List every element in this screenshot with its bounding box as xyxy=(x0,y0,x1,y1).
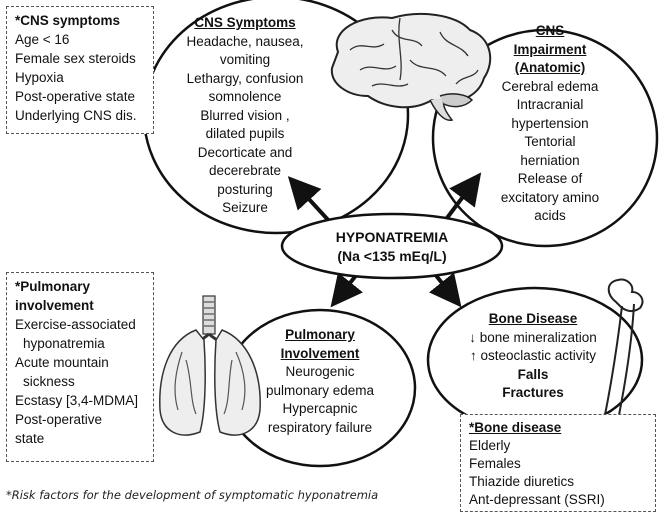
cns-impairment-item: Tentorial xyxy=(524,134,576,149)
cns-symptom-item: somnolence xyxy=(208,89,282,104)
cns-symptom-item: Blurred vision , xyxy=(200,107,290,123)
bone-item: ↓ bone mineralization xyxy=(469,329,597,345)
cns-impairment-text: CNS Impairment (Anatomic) Cerebral edema… xyxy=(480,22,620,226)
risk-pulmonary-title: *Pulmonary xyxy=(15,279,91,294)
center-subtitle: (Na <135 mEq/L) xyxy=(337,247,447,264)
cns-impairment-item: excitatory amino xyxy=(500,189,600,205)
bone-bold-item: Falls xyxy=(517,366,549,382)
pulmonary-item: Neurogenic xyxy=(285,364,355,379)
risk-pulmonary-item: Acute mountain xyxy=(15,355,109,370)
cns-impairment-item: acids xyxy=(534,208,566,223)
risk-bone-item: Thiazide diuretics xyxy=(469,474,575,489)
cns-impairment-item: Cerebral edema xyxy=(501,78,599,94)
risk-bone-item: Elderly xyxy=(469,438,511,453)
bone-bold-item: Fractures xyxy=(502,385,564,400)
cns-symptom-item: decerebrate xyxy=(208,163,282,178)
arrow-to-cns-symptoms xyxy=(287,176,332,224)
cns-symptom-item: Seizure xyxy=(222,200,268,215)
risk-pulmonary-item: Ecstasy [3,4-MDMA] xyxy=(15,393,139,408)
cns-symptom-item: Headache, nausea, xyxy=(186,33,304,49)
cns-symptom-item: Lethargy, confusion xyxy=(186,70,304,86)
risk-box-cns: *CNS symptoms Age < 16 Female sex steroi… xyxy=(6,6,154,134)
risk-pulmonary-title: involvement xyxy=(15,298,94,313)
cns-impairment-heading: (Anatomic) xyxy=(514,60,586,75)
bone-heading: Bone Disease xyxy=(488,311,578,326)
pulmonary-item: Hypercapnic xyxy=(282,401,358,416)
cns-impairment-item: Release of xyxy=(517,171,583,186)
risk-bone-title: *Bone disease xyxy=(469,420,562,435)
brain-icon xyxy=(330,13,492,121)
lungs-icon xyxy=(159,295,261,436)
pulmonary-text: Pulmonary Involvement Neurogenic pulmona… xyxy=(250,326,390,437)
pulmonary-item: pulmonary edema xyxy=(265,382,375,398)
center-title: HYPONATREMIA xyxy=(335,229,449,245)
pulmonary-heading: Pulmonary xyxy=(285,327,355,342)
cns-symptom-item: vomiting xyxy=(219,52,271,67)
arrow-to-cns-impairment xyxy=(442,172,482,224)
cns-impairment-item: hypertension xyxy=(511,115,589,131)
risk-bone-item: Ant-depressant (SSRI) xyxy=(469,492,605,507)
risk-pulmonary-item: Post-operative xyxy=(15,412,103,427)
cns-impairment-item: Intracranial xyxy=(516,97,584,112)
cns-impairment-heading: CNS xyxy=(535,23,565,38)
risk-cns-item: Age < 16 xyxy=(15,32,70,47)
bone-disease-text: Bone Disease ↓ bone mineralization ↑ ost… xyxy=(448,310,618,403)
footnote: *Risk factors for the development of sym… xyxy=(6,488,379,502)
hyponatremia-center-bubble xyxy=(280,212,504,280)
cns-symptoms-heading: CNS Symptoms xyxy=(194,15,296,30)
risk-bone-item: Females xyxy=(469,456,521,471)
pulmonary-heading: Involvement xyxy=(280,345,360,361)
bone-item: ↑ osteoclastic activity xyxy=(469,348,597,363)
pulmonary-item: respiratory failure xyxy=(267,419,373,435)
cns-symptom-item: dilated pupils xyxy=(205,126,285,141)
cns-impairment-bubble xyxy=(431,28,659,248)
risk-box-bone: *Bone disease Elderly Females Thiazide d… xyxy=(460,414,656,512)
cns-symptom-item: Decorticate and xyxy=(197,144,293,160)
risk-pulmonary-item: hyponatremia xyxy=(23,336,105,351)
risk-cns-item: Female sex steroids xyxy=(15,51,136,66)
risk-cns-item: Underlying CNS dis. xyxy=(15,108,137,123)
risk-pulmonary-item: Exercise-associated xyxy=(15,317,136,332)
risk-pulmonary-item: state xyxy=(15,431,45,446)
cns-symptom-item: posturing xyxy=(217,181,273,197)
risk-cns-title: *CNS symptoms xyxy=(15,13,121,28)
cns-impairment-heading: Impairment xyxy=(513,41,587,57)
cns-symptoms-text: CNS Symptoms Headache, nausea, vomiting … xyxy=(170,14,320,218)
risk-cns-item: Post-operative state xyxy=(15,89,136,104)
hyponatremia-center-text: HYPONATREMIA (Na <135 mEq/L) xyxy=(292,228,492,265)
risk-pulmonary-item: sickness xyxy=(23,374,75,389)
cns-impairment-item: herniation xyxy=(520,152,580,168)
risk-cns-item: Hypoxia xyxy=(15,70,64,85)
risk-box-pulmonary: *Pulmonary involvement Exercise-associat… xyxy=(6,272,154,462)
